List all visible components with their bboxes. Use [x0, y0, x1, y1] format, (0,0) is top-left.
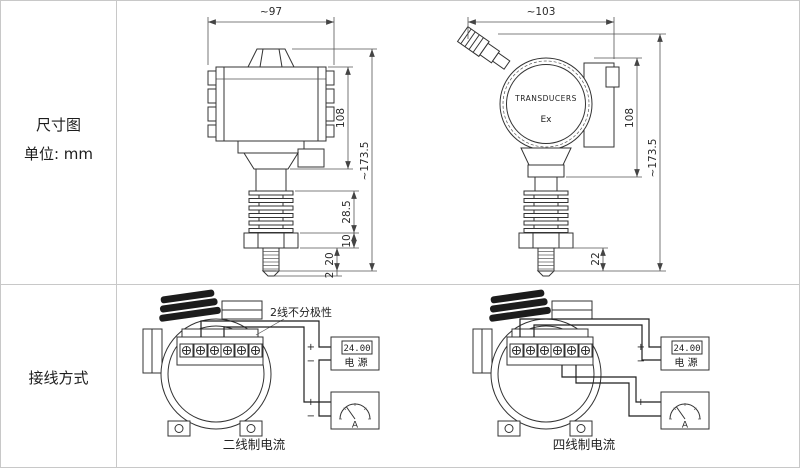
dim-a-nut-height: 10 — [341, 234, 353, 247]
four-wire-caption: 四线制电流 — [553, 437, 616, 452]
terminal-screw-icon — [248, 343, 263, 358]
terminal-screw-icon — [564, 343, 579, 358]
dimension-unit: 单位: mm — [23, 144, 94, 163]
transmitter-b-hex-nut — [518, 232, 574, 249]
ammeter: A + − — [307, 391, 380, 431]
transmitter-b-cooling-fins — [523, 190, 569, 234]
terminal-screw-icon — [234, 343, 249, 358]
transmitter-b-drawing: TRANSDUCERS Ex — [456, 26, 620, 277]
power-label: 电 源 — [344, 356, 367, 369]
dim-a-fin-height: 28.5 — [341, 200, 353, 223]
transmitter-b-thread — [536, 247, 556, 277]
terminal-screw-icon — [578, 343, 593, 358]
power-supply: 24.00 电 源 + − — [637, 336, 710, 371]
dimension-section-label: 尺寸图 单位: mm — [1, 111, 116, 168]
power-minus-sign: − — [307, 356, 315, 367]
dim-b-body-height: 108 — [624, 108, 636, 128]
loop-wire — [318, 359, 331, 417]
dim-a-total-height: ~173.5 — [359, 142, 371, 181]
vertical-divider — [116, 1, 117, 467]
transmitter-a-cooling-fins — [248, 190, 294, 234]
mount-feet — [167, 420, 263, 437]
transmitter-b-dimensions: ~103 108 ~173.5 22 — [467, 6, 666, 272]
ammeter-minus-sign: − — [637, 411, 645, 422]
dim-a-body-height: 108 — [335, 108, 347, 128]
supply-wire — [519, 318, 661, 348]
dimension-drawings-canvas: ~97 108 ~173.5 28.5 10 20 2 — [207, 6, 666, 279]
ex-marking: Ex — [540, 115, 552, 125]
wiring-section-label: 接线方式 — [28, 369, 89, 387]
terminal-screw-icon — [179, 343, 194, 358]
polarity-note: 2线不分极性 — [270, 305, 332, 319]
mount-feet — [497, 420, 593, 437]
ammeter-minus-sign: − — [307, 411, 315, 422]
wiring-diagrams-canvas: 2线不分极性 24.00 电 源 + − — [142, 289, 710, 452]
dim-a-width: ~97 — [260, 6, 282, 18]
terminal-screw-icon — [523, 343, 538, 358]
power-supply: 24.00 电 源 + − — [307, 336, 380, 371]
power-display: 24.00 — [343, 344, 370, 354]
terminal-block — [506, 328, 594, 366]
dim-b-width: ~103 — [527, 6, 556, 18]
coil-hatch-block — [489, 289, 551, 322]
transmitter-a-thread — [261, 247, 281, 277]
meter-wire — [561, 365, 661, 403]
power-display: 24.00 — [673, 344, 700, 354]
terminal-block — [176, 328, 264, 366]
terminal-screw-icon — [537, 343, 552, 358]
coil-hatch-block — [159, 289, 221, 322]
power-minus-sign: − — [637, 356, 645, 367]
terminal-screw-icon — [509, 343, 524, 358]
cable-gland — [456, 26, 511, 70]
ammeter-label: A — [682, 421, 689, 431]
dim-a-stem-height: 20 — [324, 252, 336, 265]
two-wire-caption: 二线制电流 — [223, 437, 286, 452]
round-head: TRANSDUCERS Ex — [499, 57, 593, 151]
dim-a-tip-height: 2 — [324, 272, 336, 279]
dim-b-thread-height: 22 — [590, 252, 602, 265]
brand-text: TRANSDUCERS — [514, 94, 577, 103]
terminal-screw-icon — [220, 343, 235, 358]
loop-wire — [223, 326, 331, 403]
power-plus-sign: + — [637, 342, 645, 353]
ammeter: A + − — [637, 391, 710, 431]
supply-wire — [533, 324, 661, 361]
ammeter-plus-sign: + — [637, 397, 645, 408]
terminal-screw-icon — [193, 343, 208, 358]
four-wire-diagram: 24.00 电 源 + − A + − 四线制电流 — [472, 289, 710, 452]
two-wire-diagram: 2线不分极性 24.00 电 源 + − — [142, 289, 380, 452]
transmitter-a-top-cap — [247, 48, 295, 68]
meter-wire — [575, 365, 661, 417]
section-label-column: 尺寸图 单位: mm 接线方式 — [1, 1, 116, 467]
transmitter-a-bracket — [237, 140, 325, 192]
transmitter-a-dimensions: ~97 108 ~173.5 28.5 10 20 2 — [207, 6, 377, 279]
transmitter-a-hex-nut — [243, 232, 299, 249]
loop-wire — [200, 320, 331, 348]
ammeter-plus-sign: + — [307, 397, 315, 408]
terminal-screw-icon — [207, 343, 222, 358]
transmitter-b-neck — [520, 147, 572, 192]
power-label: 电 源 — [674, 356, 697, 369]
transmitter-a-drawing — [207, 48, 335, 277]
horizontal-divider — [1, 284, 799, 285]
dimension-title: 尺寸图 — [35, 116, 81, 134]
ammeter-label: A — [352, 421, 359, 431]
terminal-screw-icon — [550, 343, 565, 358]
transmitter-a-body — [207, 66, 335, 142]
dim-b-total-height: ~173.5 — [647, 139, 659, 178]
power-plus-sign: + — [307, 342, 315, 353]
